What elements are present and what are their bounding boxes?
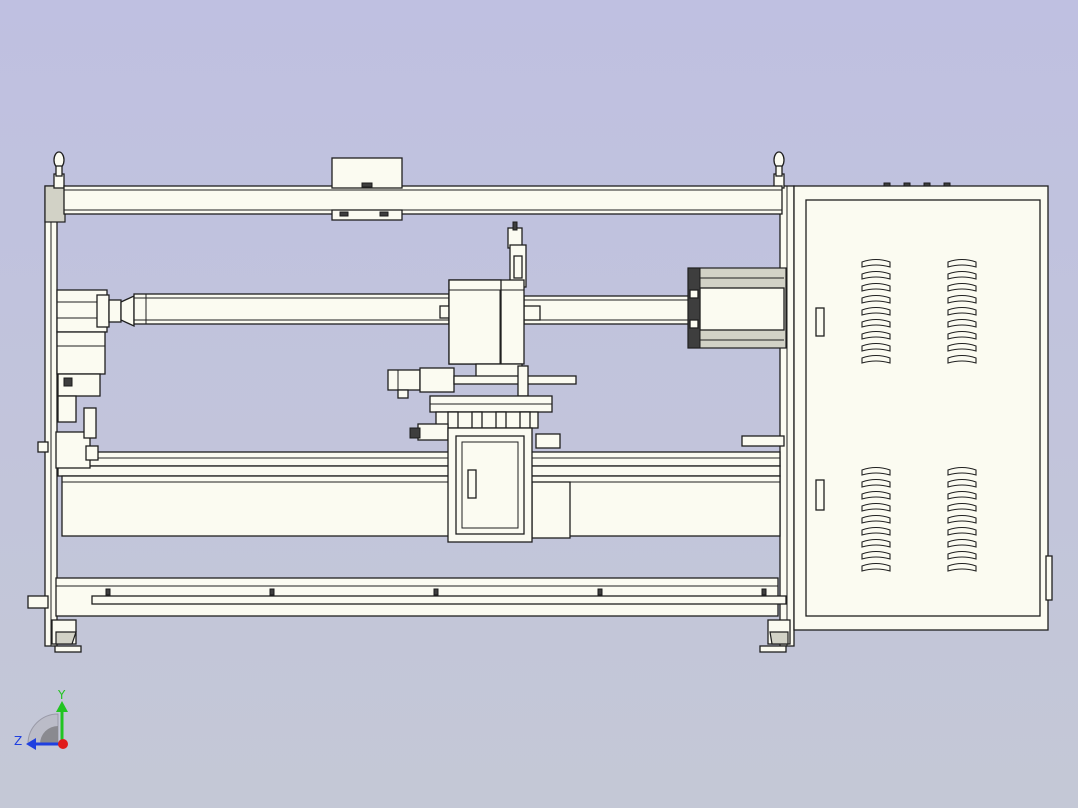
vent-slot: [861, 466, 891, 476]
vent-slot: [947, 354, 977, 364]
left-spindle-head[interactable]: [56, 289, 135, 423]
left-frame[interactable]: [27, 151, 82, 653]
vent-slot: [947, 318, 977, 328]
vent-slot: [861, 282, 891, 292]
vent-slot: [861, 342, 891, 352]
vent-slot: [861, 550, 891, 560]
y-axis-arrowhead: [56, 701, 68, 712]
vent-slot: [861, 258, 891, 268]
vent-slot: [947, 550, 977, 560]
vent-slot: [861, 478, 891, 488]
vent-slot: [947, 342, 977, 352]
cabinet-vents: [861, 258, 977, 572]
x-axis-dot: [58, 739, 68, 749]
z-axis-arrowhead: [26, 738, 36, 750]
vent-slot: [947, 306, 977, 316]
vent-slot: [947, 490, 977, 500]
vent-slot: [861, 354, 891, 364]
vent-slot: [947, 294, 977, 304]
vent-slot: [947, 478, 977, 488]
main-shaft[interactable]: [133, 293, 693, 325]
z-axis-label: Z: [14, 734, 22, 748]
vent-slot: [947, 466, 977, 476]
vent-slot: [947, 258, 977, 268]
vent-slot: [947, 270, 977, 280]
vent-slot: [947, 526, 977, 536]
electrical-cabinet[interactable]: [793, 182, 1053, 631]
carriage-door[interactable]: [447, 427, 533, 543]
vent-slot: [861, 270, 891, 280]
axis-triad[interactable]: Y Z: [14, 688, 68, 750]
vent-slot: [861, 490, 891, 500]
vent-slot: [861, 294, 891, 304]
vent-slot: [947, 282, 977, 292]
vent-slot: [861, 562, 891, 572]
vent-slot: [861, 514, 891, 524]
y-axis-label: Y: [57, 688, 66, 702]
vent-slot: [861, 538, 891, 548]
top-beam[interactable]: [63, 157, 783, 221]
bottom-base[interactable]: [55, 577, 787, 617]
cutter-carriage[interactable]: [387, 221, 577, 449]
vent-slot: [947, 562, 977, 572]
vent-slot: [861, 502, 891, 512]
vent-slot: [861, 306, 891, 316]
vent-slot: [947, 330, 977, 340]
vent-slot: [861, 318, 891, 328]
vent-slot: [947, 514, 977, 524]
vent-slot: [947, 502, 977, 512]
vent-slot: [947, 538, 977, 548]
lower-rail[interactable]: [55, 407, 785, 539]
right-frame[interactable]: [759, 151, 795, 653]
vent-slot: [861, 330, 891, 340]
right-motor[interactable]: [687, 267, 787, 349]
vent-slot: [861, 526, 891, 536]
